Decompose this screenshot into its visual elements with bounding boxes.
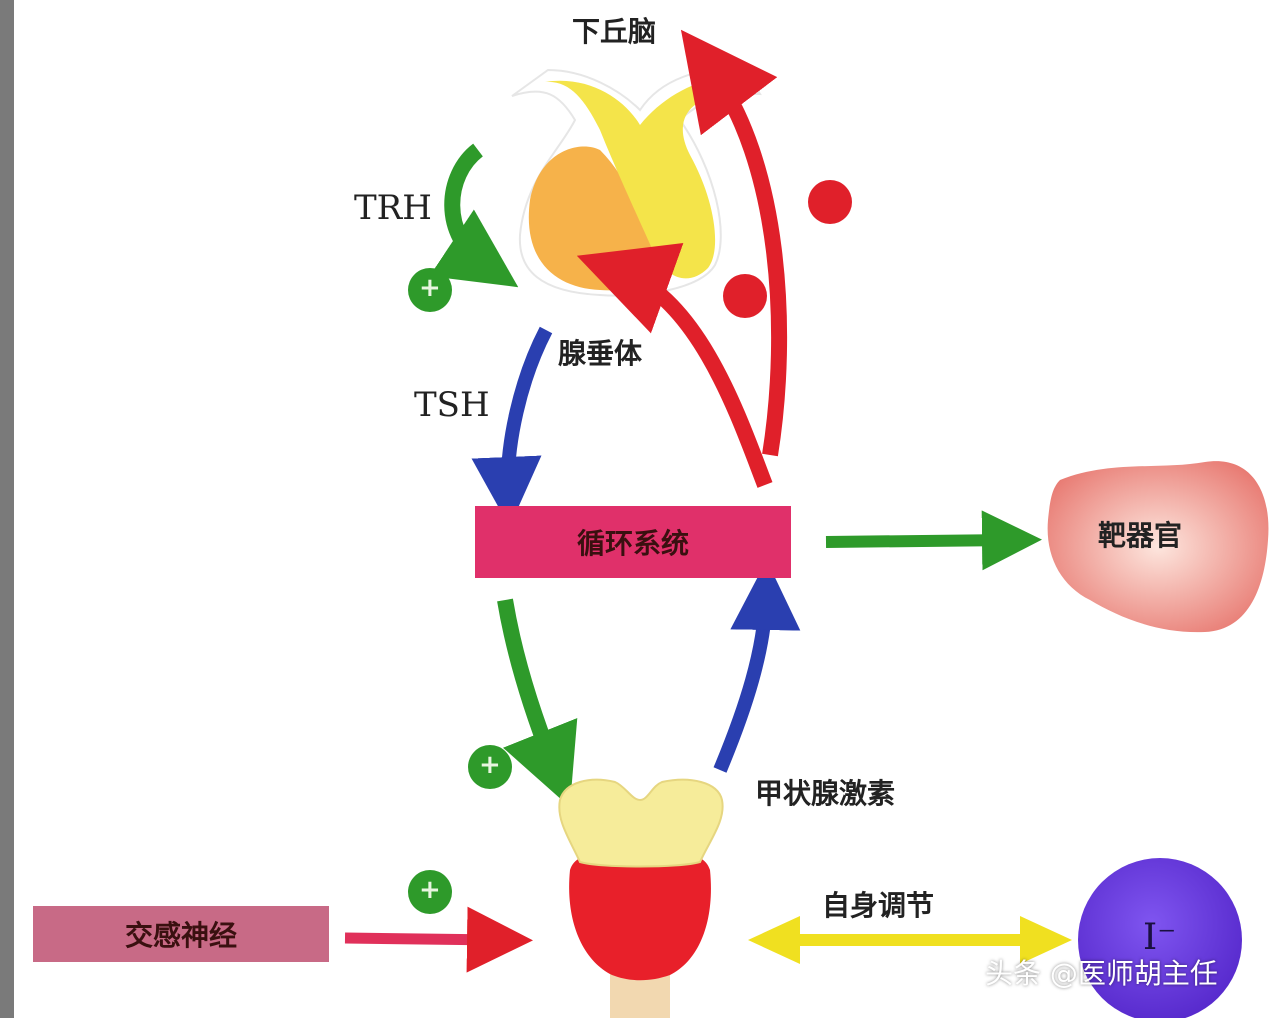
plus-sign-sympathetic: +	[419, 875, 441, 905]
tsh-arrow	[471, 326, 553, 527]
plus-dot-sympathetic	[408, 870, 452, 914]
feedback-to-pituitary-arrow	[576, 243, 773, 488]
iodide-label: I⁻	[1143, 917, 1177, 958]
left-edge-bar	[0, 0, 14, 1018]
circulation-to-target-arrow	[825, 510, 1042, 571]
plus-sign-trh: +	[419, 273, 441, 303]
plus-sign-thyroid: +	[479, 750, 501, 780]
trh-arrow	[429, 143, 519, 288]
iodide-circle	[1078, 858, 1242, 1018]
target-organ-shape	[1047, 461, 1269, 633]
inhibit-dot-lower	[723, 274, 767, 318]
inhibit-dot-upper	[808, 180, 852, 224]
target-organ-label: 靶器官	[1098, 519, 1183, 552]
thyroid-illustration	[558, 778, 724, 1018]
trh-label: TRH	[354, 188, 432, 228]
self-regulation-arrow	[748, 916, 1072, 964]
sympathetic-box: 交感神经	[33, 906, 329, 962]
hypothalamus-label: 下丘脑	[572, 15, 657, 48]
thyroid-hormone-label: 甲状腺激素	[755, 777, 896, 810]
circulation-to-thyroid-arrow	[497, 598, 578, 808]
circulation-box: 循环系统	[475, 506, 791, 578]
plus-dot-trh	[408, 268, 452, 312]
feedback-to-hypothalamus-arrow	[680, 29, 788, 457]
plus-dot-thyroid	[468, 745, 512, 789]
thyroid-hormone-arrow	[713, 560, 801, 773]
sympathetic-to-thyroid-arrow	[344, 906, 533, 973]
self-regulation-label: 自身调节	[822, 889, 935, 922]
pituitary-label: 腺垂体	[558, 337, 643, 370]
pituitary-illustration	[511, 68, 762, 297]
watermark: 头条 @医师胡主任	[985, 957, 1218, 990]
tsh-label: TSH	[414, 385, 490, 425]
